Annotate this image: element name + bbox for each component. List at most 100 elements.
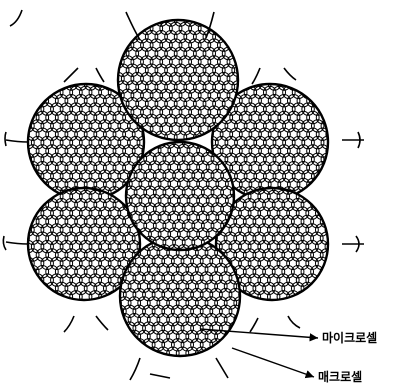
microcell [17, 195, 29, 207]
microcell [22, 86, 34, 98]
microcell [239, 305, 251, 317]
microcell [17, 199, 29, 211]
microcell [31, 190, 43, 202]
microcell [229, 355, 241, 367]
microcell [17, 299, 29, 311]
microcell [191, 355, 203, 367]
microcell [31, 187, 43, 199]
microcell [114, 322, 126, 334]
microcell [27, 282, 39, 294]
boundary-spike [284, 68, 296, 80]
microcell [330, 299, 342, 311]
microcell [41, 69, 53, 81]
microcell [36, 299, 48, 311]
microcell [12, 274, 24, 286]
microcell [283, 69, 295, 81]
microcell [152, 355, 164, 367]
microcell [55, 299, 67, 311]
microcell [311, 299, 323, 311]
microcell [27, 182, 39, 194]
microcell [22, 291, 34, 303]
microcell [162, 355, 174, 367]
microcell [131, 5, 143, 17]
microcell [94, 299, 106, 311]
microcell [12, 240, 24, 252]
microcell [331, 69, 343, 81]
microcell [312, 86, 324, 98]
microcell [326, 111, 338, 123]
microcell [107, 47, 119, 59]
microcell [12, 224, 24, 236]
microcell [22, 190, 34, 202]
microcell [237, 5, 249, 17]
microcell [306, 291, 318, 303]
microcell [123, 339, 135, 351]
microcell [160, 5, 172, 17]
microcell [22, 187, 34, 199]
boundary-spike [6, 140, 28, 142]
microcell [321, 170, 333, 182]
boundary-spike [10, 10, 22, 26]
microcell [316, 178, 328, 190]
microcell [331, 153, 343, 165]
microcell [239, 355, 251, 367]
boundary-spike [64, 316, 74, 332]
microcell [17, 215, 29, 227]
microcell [31, 291, 43, 303]
microcell [112, 22, 124, 34]
microcell [104, 339, 116, 351]
microcell [254, 69, 266, 81]
microcell [172, 355, 184, 367]
microcell [27, 78, 39, 90]
microcell [36, 282, 48, 294]
microcell [17, 178, 29, 190]
microcell [107, 14, 119, 26]
microcell [102, 22, 114, 34]
microcell [208, 5, 220, 17]
boundary-spike [5, 132, 6, 146]
microcell [109, 330, 121, 342]
microcell [326, 78, 338, 90]
microcell [243, 299, 255, 311]
microcell [320, 299, 332, 311]
microcell [65, 299, 77, 311]
microcell [316, 190, 328, 202]
microcell [330, 282, 342, 294]
microcell [17, 282, 29, 294]
microcell [12, 190, 24, 202]
microcell [17, 78, 29, 90]
microcell [22, 207, 34, 219]
macrocell-pointer-arrow [232, 348, 314, 377]
microcell [198, 5, 210, 17]
microcell [320, 182, 332, 194]
microcell [104, 299, 116, 311]
microcell [46, 299, 58, 311]
microcell [22, 69, 34, 81]
microcell [330, 266, 342, 278]
microcell [141, 5, 153, 17]
microcell [12, 187, 24, 199]
microcell [253, 299, 265, 311]
microcell [143, 355, 155, 367]
microcell [330, 232, 342, 244]
microcell [17, 95, 29, 107]
microcell [17, 162, 29, 174]
microcell [215, 347, 227, 359]
microcell [331, 136, 343, 148]
microcell [119, 330, 131, 342]
boundary-spike [250, 318, 258, 332]
microcell [22, 173, 34, 185]
microcell [102, 39, 114, 51]
microcell [232, 14, 244, 26]
boundary-spike [252, 68, 260, 84]
microcell [36, 78, 48, 90]
microcell [17, 182, 29, 194]
boundary-spike [216, 358, 228, 378]
microcell [237, 39, 249, 51]
microcell [12, 207, 24, 219]
microcell-label: 마이크로셀 [322, 331, 377, 345]
microcell [326, 195, 338, 207]
microcell [189, 5, 201, 17]
microcell [237, 22, 249, 34]
microcell [109, 314, 121, 326]
